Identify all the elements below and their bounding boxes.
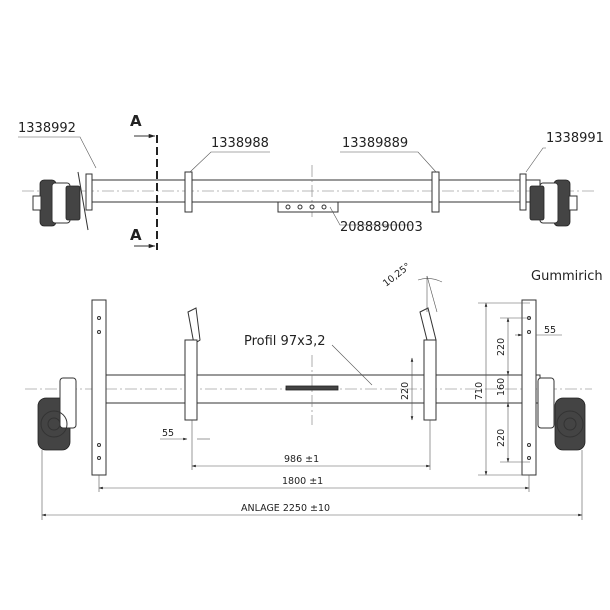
part-label-left-hub: 1338992 xyxy=(18,121,76,136)
dim-220-top: 220 xyxy=(496,338,507,356)
dim-220-inner: 220 xyxy=(400,382,411,400)
leaders xyxy=(18,136,546,226)
front-left-drum xyxy=(37,299,107,476)
angle-label: 10,25° xyxy=(381,261,413,289)
profile-label: Profil 97x3,2 xyxy=(244,334,325,349)
dim-1800: 1800 ±1 xyxy=(282,476,323,487)
top-right-drum xyxy=(519,173,578,227)
section-label-top: A xyxy=(130,112,142,130)
front-left-bracket xyxy=(184,307,201,421)
front-right-drum xyxy=(521,299,586,476)
front-view: 10,25° Gummirich Profil 97x3,2 xyxy=(25,261,603,520)
top-left-drum xyxy=(32,171,93,231)
front-tube-slot xyxy=(285,385,339,391)
dimension-lines xyxy=(41,302,583,520)
part-label-right-hub: 1338991 xyxy=(546,131,604,146)
rubber-suspension-label: Gummirich xyxy=(531,269,603,284)
section-label-bottom: A xyxy=(130,226,142,244)
dim-160: 160 xyxy=(496,378,507,396)
dim-220-bottom: 220 xyxy=(496,429,507,447)
dim-55-left: 55 xyxy=(162,428,174,439)
top-right-bracket xyxy=(431,171,440,213)
dim-710: 710 xyxy=(474,382,485,400)
part-label-right-bracket: 13389889 xyxy=(342,136,408,151)
dim-anlage: ANLAGE 2250 ±10 xyxy=(241,503,330,514)
top-view: A A 1338992 1338988 13389889 1338991 208… xyxy=(18,112,604,250)
dim-55-right: 55 xyxy=(544,325,556,336)
angle-indicator xyxy=(417,275,443,313)
top-left-bracket xyxy=(184,171,193,213)
dim-986: 986 ±1 xyxy=(284,454,319,465)
part-label-tube-fitting: 2088890003 xyxy=(340,220,423,235)
top-tube-fitting xyxy=(277,201,339,213)
part-label-left-bracket: 1338988 xyxy=(211,136,269,151)
section-a-a: A A xyxy=(130,112,158,250)
